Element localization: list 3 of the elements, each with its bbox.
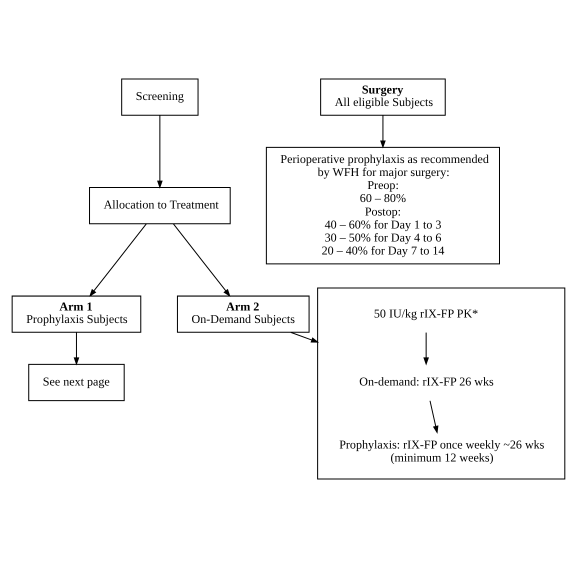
node-text: 50 IU/kg rIX-FP PK*	[374, 306, 478, 320]
node-text: Prophylaxis: rIX-FP once weekly ~26 wks (minimum 12 weeks)	[339, 436, 544, 464]
node-text: On-demand: rIX-FP 26 wks	[359, 374, 494, 388]
